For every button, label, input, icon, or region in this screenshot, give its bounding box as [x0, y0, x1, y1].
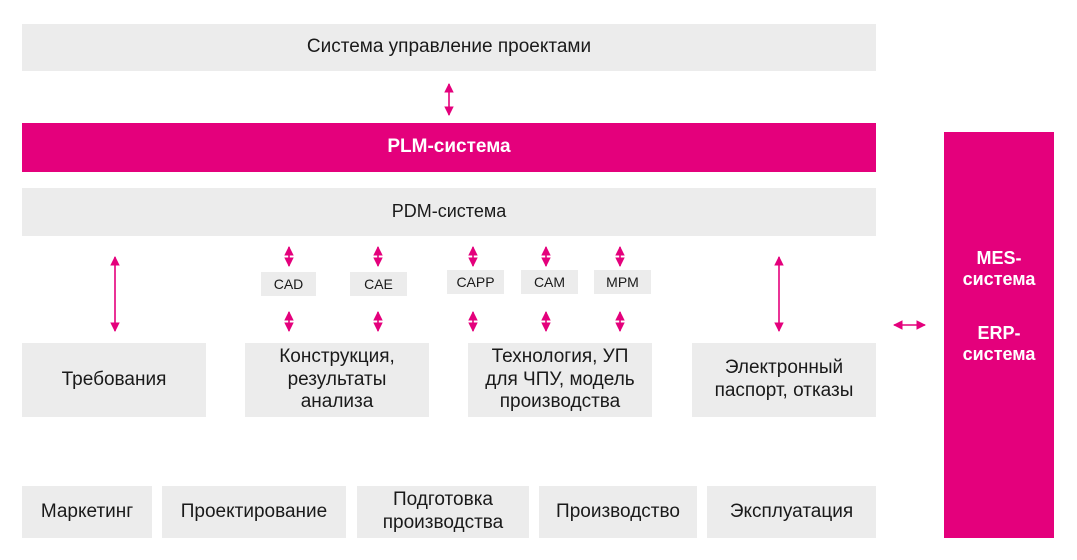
mes-system-label: MES-система: [962, 248, 1036, 289]
operation-label: Эксплуатация: [729, 500, 854, 522]
design-box: Проектирование: [162, 486, 346, 538]
marketing-box: Маркетинг: [22, 486, 152, 538]
cae-box: CAE: [350, 272, 407, 296]
plm-system-box: PLM-система: [22, 123, 876, 172]
cam-label: CAM: [533, 273, 566, 290]
technology-box: Технология, УП для ЧПУ, модель производс…: [468, 343, 652, 417]
operation-box: Эксплуатация: [707, 486, 876, 538]
mpm-label: MPM: [606, 273, 639, 290]
pdm-system-box: PDM-система: [22, 188, 876, 236]
pdm-system-label: PDM-система: [391, 201, 507, 222]
mpm-box: MPM: [594, 270, 651, 294]
technology-label: Технология, УП для ЧПУ, модель производс…: [485, 345, 635, 413]
erp-system-label: ERP-система: [962, 323, 1036, 365]
requirements-box: Требования: [22, 343, 206, 417]
production-prep-label: Подготовка производства: [382, 489, 504, 533]
production-prep-box: Подготовка производства: [357, 486, 529, 538]
design-results-label: Конструкция, результаты анализа: [279, 345, 395, 413]
electronic-passport-box: Электронный паспорт, отказы: [692, 343, 876, 417]
production-label: Производство: [556, 500, 680, 522]
production-box: Производство: [539, 486, 697, 538]
cad-label: CAD: [273, 275, 304, 292]
capp-box: CAPP: [447, 270, 504, 294]
electronic-passport-label: Электронный паспорт, отказы: [714, 357, 854, 401]
design-label: Проектирование: [180, 500, 328, 522]
cad-box: CAD: [261, 272, 316, 296]
project-management-system-box: Система управление проектами: [22, 24, 876, 71]
mes-erp-box: MES-система ERP-система: [944, 132, 1054, 538]
project-management-system-label: Система управление проектами: [306, 36, 592, 58]
marketing-label: Маркетинг: [40, 500, 134, 522]
design-results-box: Конструкция, результаты анализа: [245, 343, 429, 417]
capp-label: CAPP: [456, 273, 495, 290]
requirements-label: Требования: [61, 368, 167, 390]
cae-label: CAE: [364, 275, 393, 292]
cam-box: CAM: [521, 270, 578, 294]
plm-system-label: PLM-система: [387, 136, 511, 158]
